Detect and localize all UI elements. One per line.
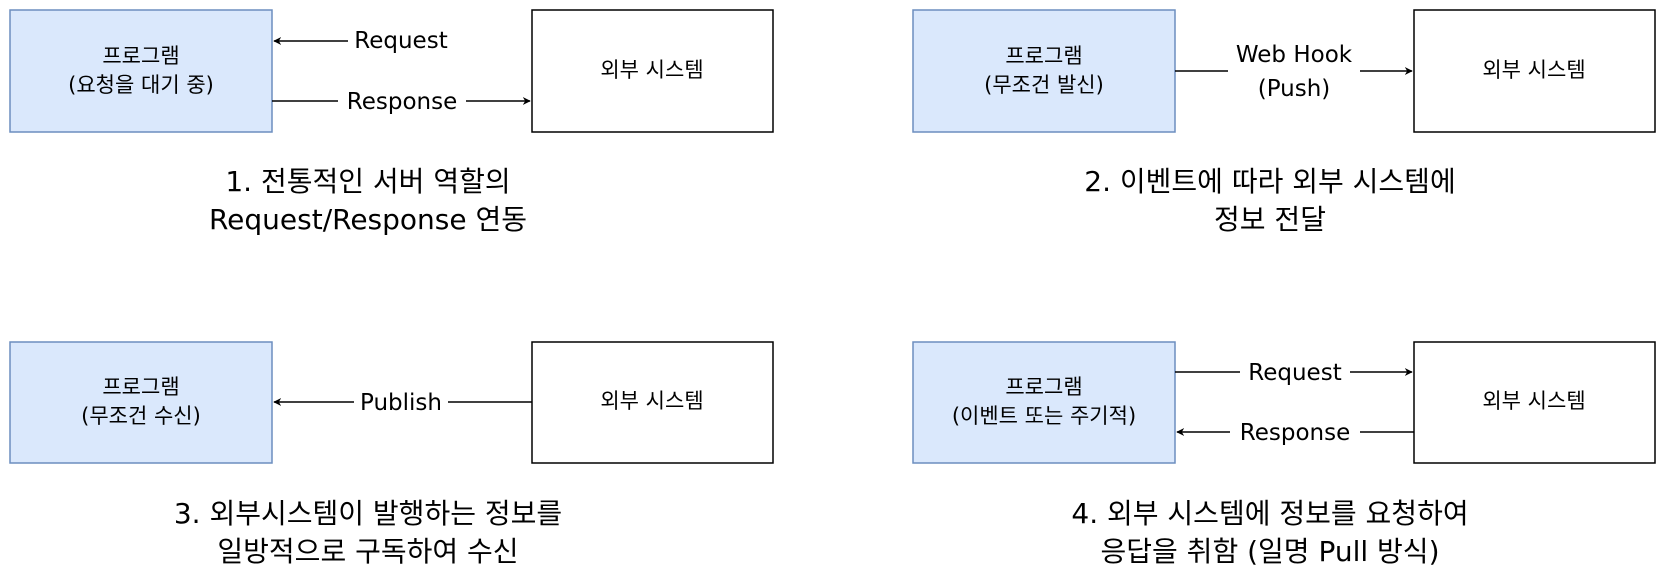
caption-line-2: 응답을 취함 (일명 Pull 방식) (1101, 535, 1440, 568)
response-label: Response (347, 89, 457, 115)
program-box-sublabel: (무조건 수신) (81, 404, 201, 428)
external-system-box (531, 341, 774, 464)
caption-line-1: 3. 외부시스템이 발행하는 정보를 (174, 497, 562, 530)
panel-2: 프로그램 (무조건 발신) 외부 시스템 Web Hook (Push) 2. … (912, 9, 1656, 236)
publish-label: Publish (360, 390, 442, 416)
program-box (912, 9, 1176, 133)
external-system-label: 외부 시스템 (600, 58, 703, 82)
caption-line-1: 1. 전통적인 서버 역할의 (225, 165, 510, 198)
external-system-label: 외부 시스템 (1482, 389, 1585, 413)
program-box (912, 341, 1176, 464)
panel-3: 프로그램 (무조건 수신) 외부 시스템 Publish 3. 외부시스템이 발… (9, 341, 774, 568)
caption-line-2: 일방적으로 구독하여 수신 (217, 535, 518, 568)
response-label: Response (1240, 420, 1350, 446)
program-box-sublabel: (무조건 발신) (984, 73, 1104, 97)
panel-1: 프로그램 (요청을 대기 중) 외부 시스템 Request Response … (9, 9, 774, 236)
external-system-box (531, 9, 774, 133)
external-system-label: 외부 시스템 (600, 389, 703, 413)
webhook-sublabel: (Push) (1258, 76, 1331, 102)
program-box-label: 프로그램 (102, 44, 179, 68)
caption-line-1: 2. 이벤트에 따라 외부 시스템에 (1084, 165, 1455, 198)
caption-line-1: 4. 외부 시스템에 정보를 요청하여 (1071, 497, 1468, 530)
program-box (9, 341, 273, 464)
caption-line-2: 정보 전달 (1214, 203, 1326, 236)
caption-line-2: Request/Response 연동 (209, 203, 527, 236)
program-box-label: 프로그램 (1005, 375, 1082, 399)
request-label: Request (1248, 360, 1341, 386)
webhook-label: Web Hook (1236, 42, 1353, 68)
program-box-label: 프로그램 (1005, 44, 1082, 68)
program-box-label: 프로그램 (102, 375, 179, 399)
program-box-sublabel: (요청을 대기 중) (68, 73, 214, 97)
external-system-box (1413, 9, 1656, 133)
panel-4: 프로그램 (이벤트 또는 주기적) 외부 시스템 Request Respons… (912, 341, 1656, 568)
program-box (9, 9, 273, 133)
external-system-box (1413, 341, 1656, 464)
external-system-label: 외부 시스템 (1482, 58, 1585, 82)
program-box-sublabel: (이벤트 또는 주기적) (952, 404, 1136, 428)
request-label: Request (354, 28, 447, 54)
